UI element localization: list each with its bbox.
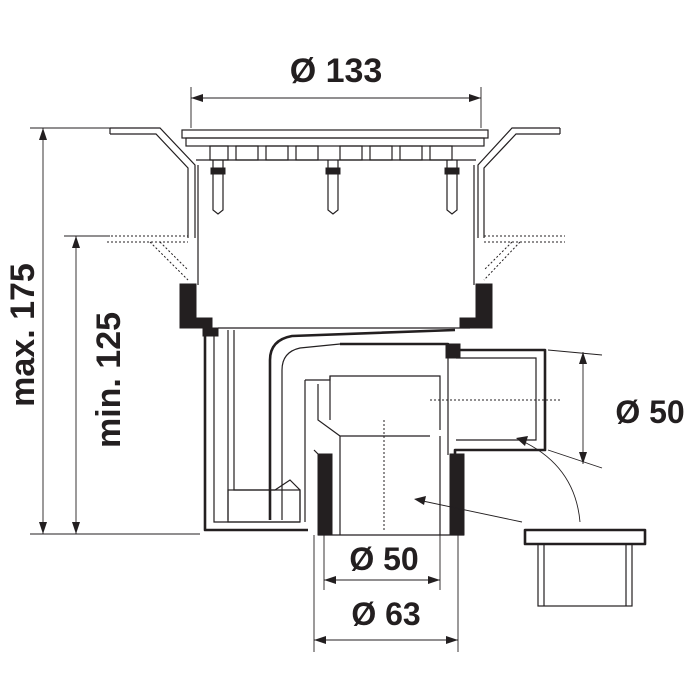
- dimension-side-outlet: Ø 50: [547, 349, 685, 469]
- top-diameter-label: Ø 133: [290, 52, 383, 90]
- socket-insert: [304, 375, 465, 536]
- assembly-arrows: [414, 436, 581, 523]
- max-height-label: max. 175: [4, 263, 42, 407]
- side-outlet: [340, 342, 560, 462]
- bottom-outer-diameter-label: Ø 63: [351, 596, 420, 632]
- blanking-cap: [523, 528, 647, 607]
- grate-slots: [196, 145, 476, 161]
- min-height-label: min. 125: [90, 312, 128, 448]
- dimension-bottom-outer: Ø 63: [313, 535, 459, 652]
- dimension-min-height: min. 125: [64, 235, 128, 534]
- side-outlet-diameter-label: Ø 50: [615, 394, 684, 430]
- drain-body: [107, 165, 565, 532]
- grate-assembly: [109, 127, 561, 238]
- dimension-bottom-inner: Ø 50: [323, 535, 441, 590]
- bottom-inner-diameter-label: Ø 50: [349, 541, 418, 577]
- dimension-max-height: max. 175: [4, 127, 200, 535]
- dimension-top-diameter: Ø 133: [190, 52, 482, 128]
